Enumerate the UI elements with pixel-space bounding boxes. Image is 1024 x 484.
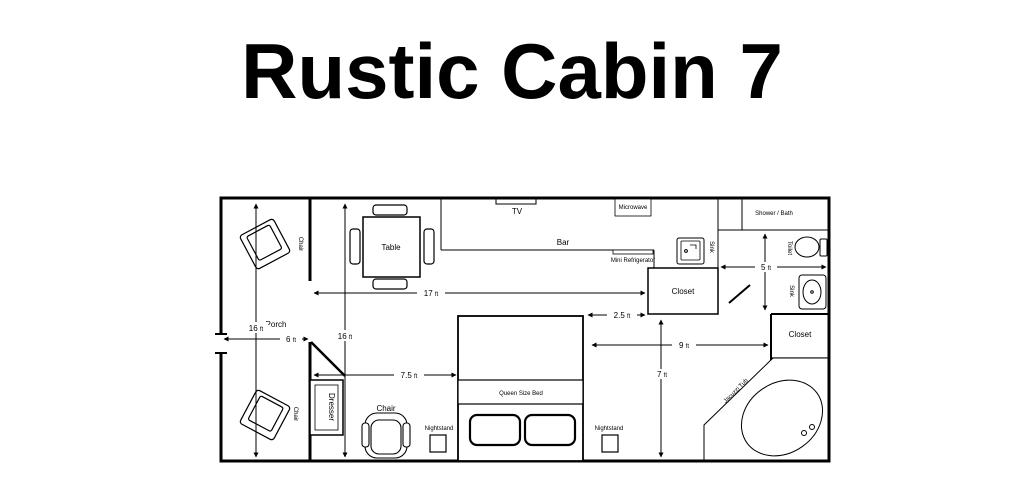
porch-chair-top-label: Chair xyxy=(297,237,303,251)
closet-1-label: Closet xyxy=(672,287,695,296)
nightstand-left xyxy=(429,434,447,453)
jacuzzi-tub xyxy=(703,357,829,461)
toilet-label: Toilet xyxy=(786,241,792,255)
bedroom-chair-label: Chair xyxy=(376,404,395,413)
door-swing xyxy=(310,341,346,377)
toilet xyxy=(794,236,828,258)
porch-chair-top xyxy=(239,218,291,270)
bed-to-closet-dim: 2.5 ft xyxy=(614,311,631,320)
dresser-to-bed-dim: 7.5 ft xyxy=(401,371,418,380)
closet-2-label: Closet xyxy=(789,330,812,339)
room-width-dim: 17 ft xyxy=(424,289,439,298)
bath-sink-label: Sink xyxy=(788,285,794,298)
closet-1 xyxy=(647,267,719,315)
microwave-label: Microwave xyxy=(619,205,648,211)
dresser-label: Dresser xyxy=(327,393,336,421)
queen-bed-label: Queen Size Bed xyxy=(499,391,543,397)
bath-sink xyxy=(798,274,827,310)
shower-bath-label: Shower / Bath xyxy=(755,211,793,217)
porch-entrance xyxy=(215,333,227,354)
bed-to-tub-dim: 9 ft xyxy=(679,341,689,350)
bar-label: Bar xyxy=(557,238,570,247)
nightstand-left-label: Nightstand xyxy=(425,426,454,432)
porch-label: Porch xyxy=(266,320,287,329)
mini-refrigerator xyxy=(612,249,654,255)
nightstand-right-label: Nightstand xyxy=(595,426,624,432)
porch-width-dim: 6 ft xyxy=(286,335,296,344)
bath-width-dim: 5 ft xyxy=(761,263,771,272)
room-height-dim: 16 ft xyxy=(338,332,353,341)
nightstand-right xyxy=(601,434,619,453)
tv xyxy=(495,198,537,205)
microwave xyxy=(614,198,652,217)
kitchen-sink xyxy=(676,237,705,265)
porch-height-dim: 16 ft xyxy=(249,324,264,333)
table-label: Table xyxy=(381,243,401,252)
kitchen-sink-label: Sink xyxy=(708,241,714,254)
dimension-labels: 16 ft 6 ft 16 ft 17 ft 7.5 ft 2.5 ft 9 f… xyxy=(244,262,777,380)
mini-refrigerator-label: Mini Refrigerator xyxy=(611,258,655,264)
porch-chair-bottom-label: Chair xyxy=(292,407,298,421)
porch-chair-bottom xyxy=(239,389,291,441)
bath-depth-dim: 7 ft xyxy=(657,370,667,379)
closet-door xyxy=(728,284,751,304)
dining-table xyxy=(349,204,435,290)
bedroom-chair xyxy=(361,412,411,459)
queen-bed xyxy=(457,315,584,462)
tv-label: TV xyxy=(512,207,523,216)
bar-counter xyxy=(440,199,719,268)
page-title: Rustic Cabin 7 xyxy=(241,27,783,115)
